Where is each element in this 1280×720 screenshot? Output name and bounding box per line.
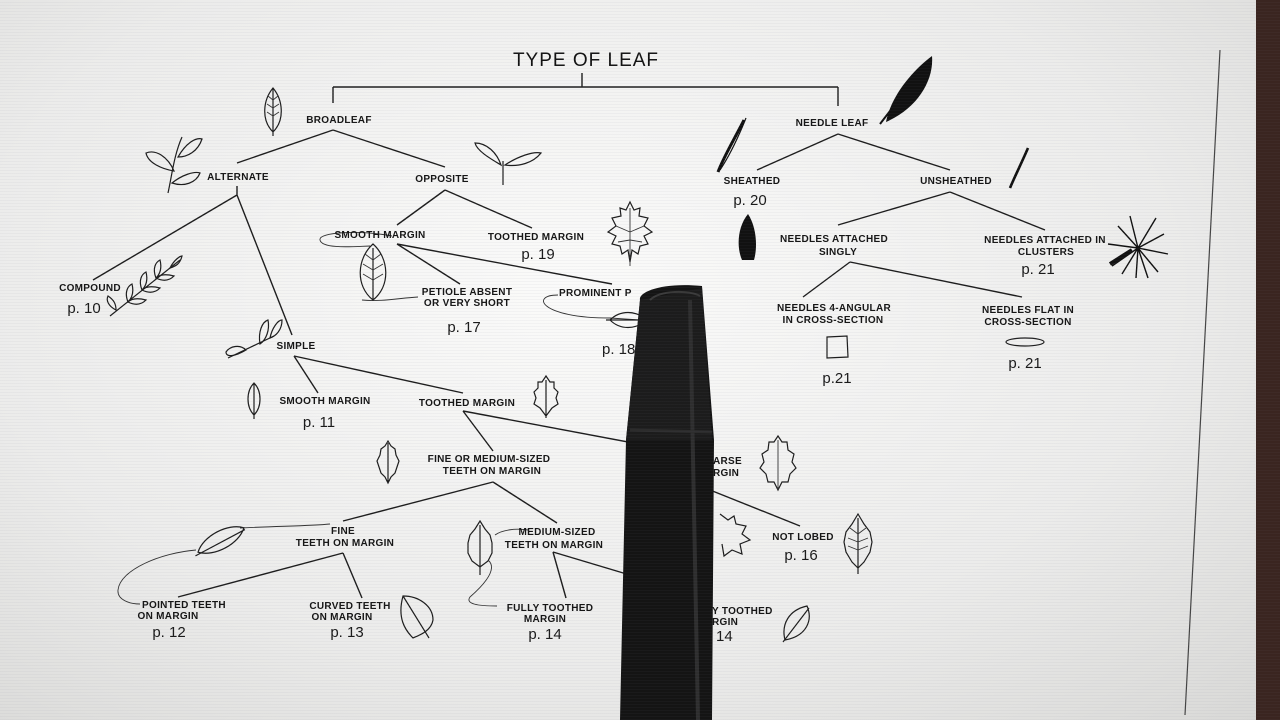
page-ref-flat: p. 21 (1008, 355, 1041, 372)
page-ref-fully: p. 14 (528, 626, 561, 643)
coarse-toothed-leaf-icon (759, 434, 797, 492)
page-ref-smooth-simple: p. 11 (303, 414, 335, 431)
node-simple: SIMPLE (276, 341, 315, 352)
node-needles-flat-l1: NEEDLES FLAT IN (982, 305, 1074, 316)
fine-medium-leaf-icon (376, 439, 400, 485)
page-ref-not-lobed: p. 16 (784, 547, 817, 564)
node-partly-toothed-l2: RGIN (712, 617, 738, 628)
square-cross-section-icon (826, 335, 849, 359)
tree-edges (92, 73, 1046, 607)
opposite-twig-icon (474, 142, 543, 185)
node-petiole-absent-l1: PETIOLE ABSENT (422, 287, 513, 298)
node-unsheathed: UNSHEATHED (920, 176, 992, 187)
broadleaf-leaf-icon (264, 87, 282, 136)
page-ref-curved: p. 13 (330, 624, 363, 641)
node-needles-singly-l2: SINGLY (819, 247, 857, 258)
toothed-simple-leaf-icon (533, 374, 559, 418)
medium-teeth-leaf-icon (467, 519, 493, 575)
node-broadleaf: BROADLEAF (306, 115, 371, 126)
pen-object (620, 285, 714, 720)
single-needles-icon (738, 214, 756, 260)
node-smooth-margin-simple: SMOOTH MARGIN (279, 396, 370, 407)
flat-cross-section-icon (1005, 337, 1045, 347)
page-ref-toothed-opposite: p. 19 (521, 246, 554, 263)
alternate-twig-icon (145, 136, 203, 194)
page-ref-4angular: p.21 (822, 370, 851, 387)
node-needles-singly-l1: NEEDLES ATTACHED (780, 234, 888, 245)
not-lobed-leaf-icon (843, 512, 873, 574)
page-ref-pointed: p. 12 (152, 624, 185, 641)
needle-cluster-icon (1107, 215, 1169, 279)
node-fine-medium-l2: TEETH ON MARGIN (443, 466, 541, 477)
node-pointed-teeth-l1: POINTED TEETH (142, 600, 226, 611)
curved-teeth-leaf-icon (400, 595, 434, 639)
node-needles-clusters-l1: NEEDLES ATTACHED IN (984, 235, 1106, 246)
sheathed-needle-icon (716, 117, 747, 173)
node-toothed-margin-opposite: TOOTHED MARGIN (488, 232, 584, 243)
unsheathed-needle-icon (1008, 147, 1030, 189)
node-fine-teeth-l1: FINE (331, 526, 355, 537)
page-ref-prominent: p. 18 (602, 341, 635, 358)
node-curved-teeth-l1: CURVED TEETH (309, 601, 390, 612)
page-ref-petiole: p. 17 (447, 319, 480, 336)
page-ref-compound: p. 10 (67, 300, 100, 317)
node-sheathed: SHEATHED (724, 176, 781, 187)
node-petiole-absent-l2: OR VERY SHORT (424, 298, 510, 309)
node-alternate: ALTERNATE (207, 172, 269, 183)
smooth-simple-leaf-icon (247, 382, 261, 419)
compound-leaf-icon (106, 255, 183, 317)
lobed-leaf-icon (719, 513, 752, 558)
node-pointed-teeth-l2: ON MARGIN (137, 611, 198, 622)
node-opposite: OPPOSITE (415, 174, 469, 185)
simple-twig-icon (225, 319, 283, 359)
partly-toothed-leaf-icon (782, 605, 810, 643)
node-needle-leaf: NEEDLE LEAF (796, 118, 869, 129)
node-fine-medium-l1: FINE OR MEDIUM-SIZED (428, 454, 551, 465)
node-medium-teeth-l2: TEETH ON MARGIN (505, 540, 603, 551)
node-fine-teeth-l2: TEETH ON MARGIN (296, 538, 394, 549)
node-not-lobed: NOT LOBED (772, 532, 834, 543)
node-coarse-l1: ARSE (713, 456, 742, 467)
toothed-leaf-icon (606, 200, 654, 266)
node-needles-flat-l2: CROSS-SECTION (984, 317, 1071, 328)
smooth-leaf-icon (359, 243, 387, 301)
diagram-title: TYPE OF LEAF (513, 50, 659, 71)
node-fully-toothed-l1: FULLY TOOTHED (507, 603, 594, 614)
node-needles-clusters-l2: CLUSTERS (1018, 247, 1074, 258)
node-fully-toothed-l2: MARGIN (524, 614, 566, 625)
node-curved-teeth-l2: ON MARGIN (311, 612, 372, 623)
page-ref-partly: 14 (716, 628, 733, 645)
node-medium-teeth-l1: MEDIUM-SIZED (519, 527, 596, 538)
page-ref-sheathed: p. 20 (733, 192, 766, 209)
node-smooth-margin-opposite: SMOOTH MARGIN (334, 230, 425, 241)
node-partly-toothed-l1: Y TOOTHED (712, 606, 773, 617)
node-compound: COMPOUND (59, 283, 121, 294)
fine-teeth-leaf-icon (195, 526, 246, 557)
node-prominent: PROMINENT P (559, 288, 632, 299)
page-border-line (1184, 49, 1221, 716)
node-needles-4angular-l2: IN CROSS-SECTION (783, 315, 884, 326)
node-coarse-l2: RGIN (713, 468, 739, 479)
node-toothed-margin-simple: TOOTHED MARGIN (419, 398, 515, 409)
screen-frame (1256, 0, 1280, 720)
pine-branch-icon (879, 56, 933, 125)
node-needles-4angular-l1: NEEDLES 4-ANGULAR (777, 303, 891, 314)
page-ref-clusters: p. 21 (1021, 261, 1054, 278)
